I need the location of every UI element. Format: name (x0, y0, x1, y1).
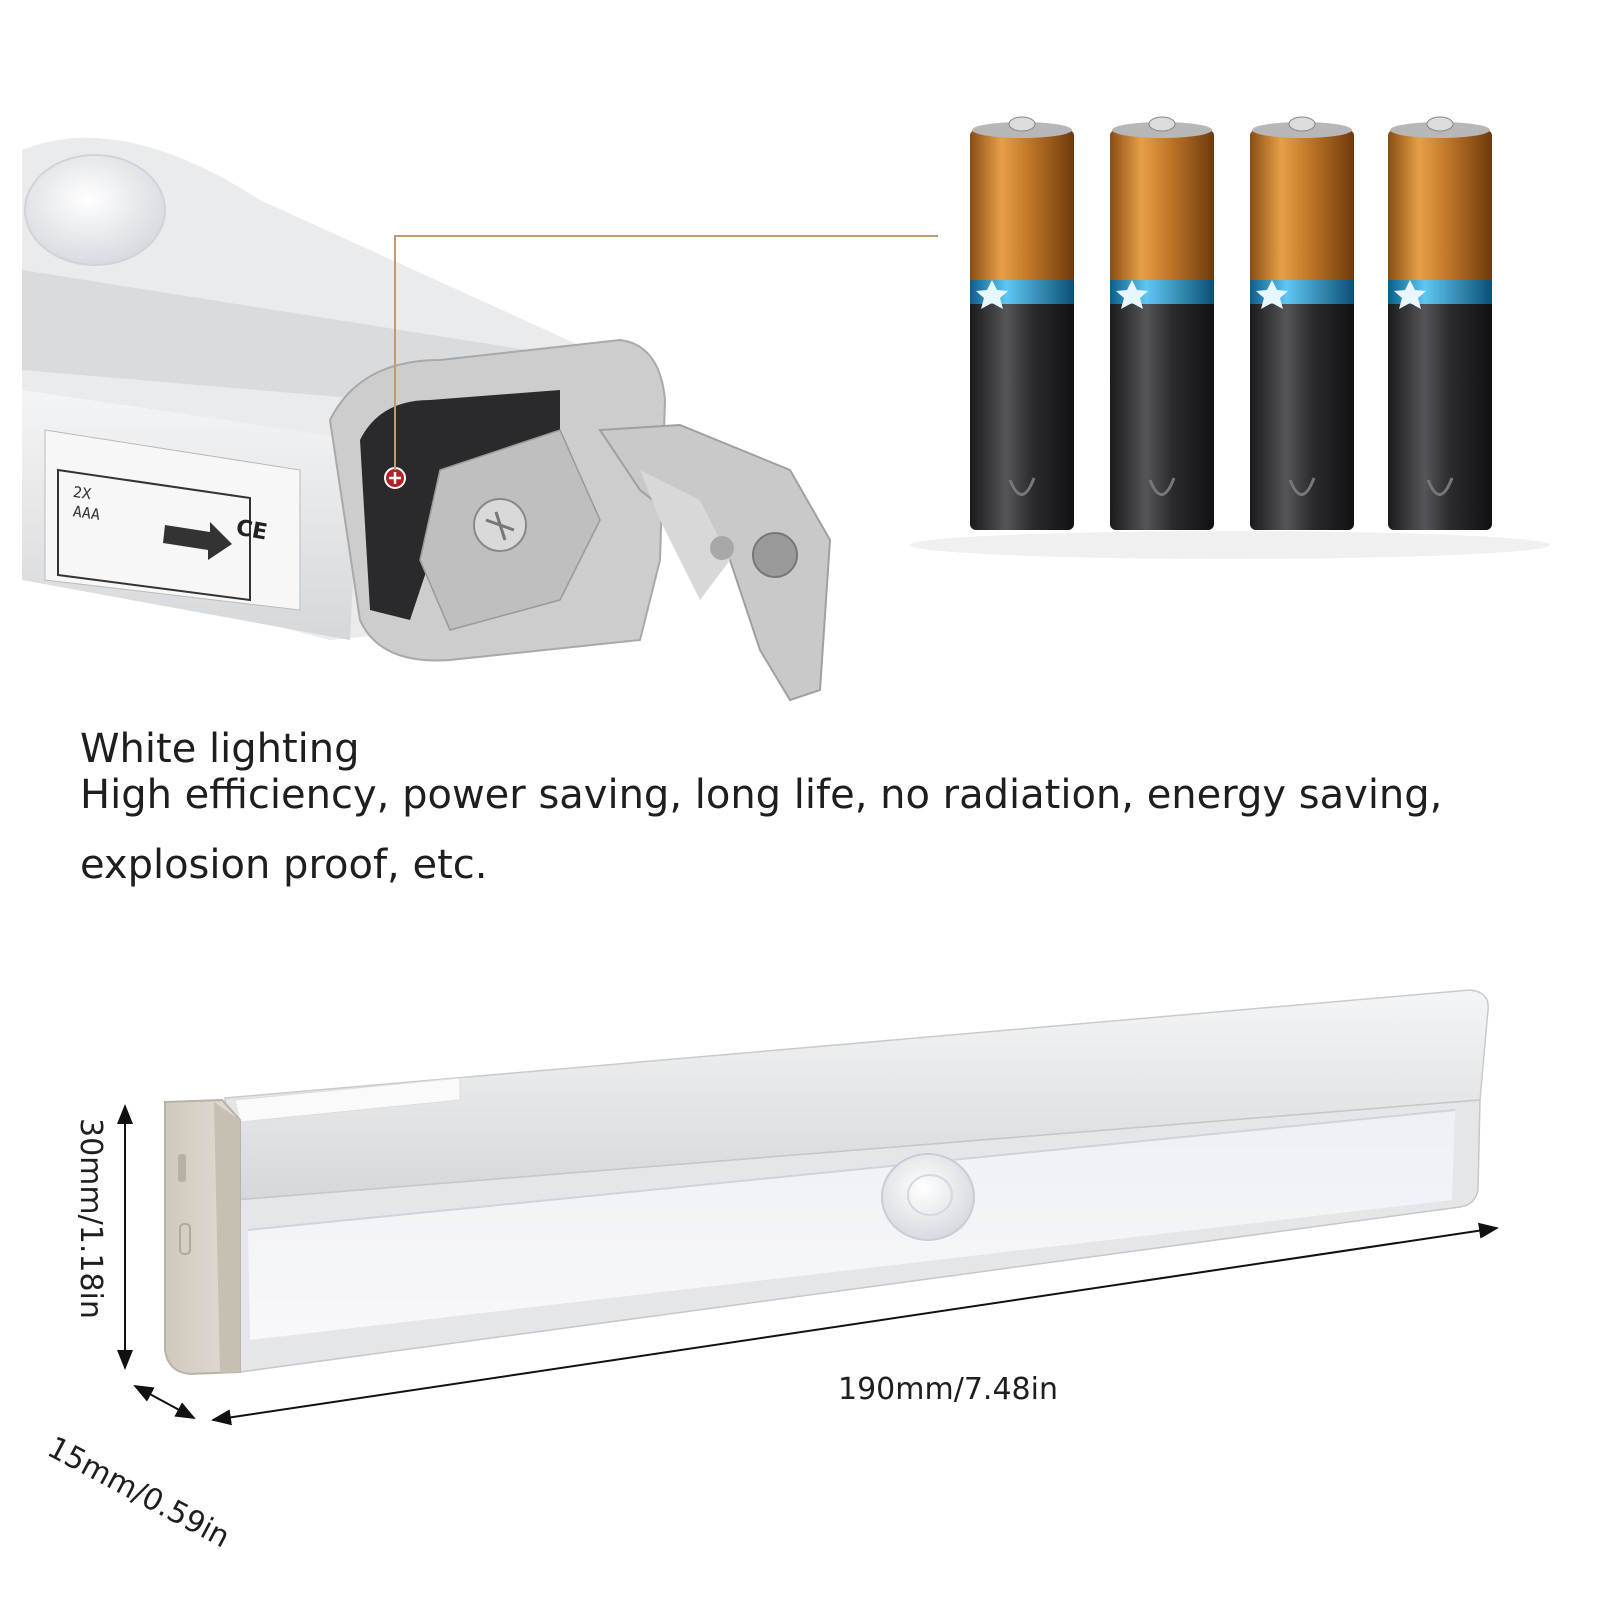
battery-quantity-label: 2X (71, 482, 93, 504)
length-dimension-label: 190mm/7.48in (838, 1372, 1058, 1407)
battery-2 (1110, 116, 1214, 530)
battery-type-label: AAA (71, 502, 102, 524)
height-dimension-label: 30mm/1.18in (73, 1118, 108, 1319)
leader-line (394, 235, 938, 470)
battery-1 (970, 116, 1074, 530)
feature-description-line-1: High efficiency, power saving, long life… (80, 772, 1443, 818)
feature-description-line-2: explosion proof, etc. (80, 842, 488, 888)
certification-label: CE (234, 515, 270, 546)
battery-4 (1388, 116, 1492, 530)
light-bar (164, 989, 1489, 1376)
dimension-arrows (117, 1104, 1499, 1426)
motion-sensor-icon (881, 1153, 975, 1241)
battery-group (910, 116, 1550, 559)
battery-3 (1250, 116, 1354, 530)
feature-title: White lighting (80, 726, 360, 772)
battery-compartment-closeup (22, 137, 938, 702)
